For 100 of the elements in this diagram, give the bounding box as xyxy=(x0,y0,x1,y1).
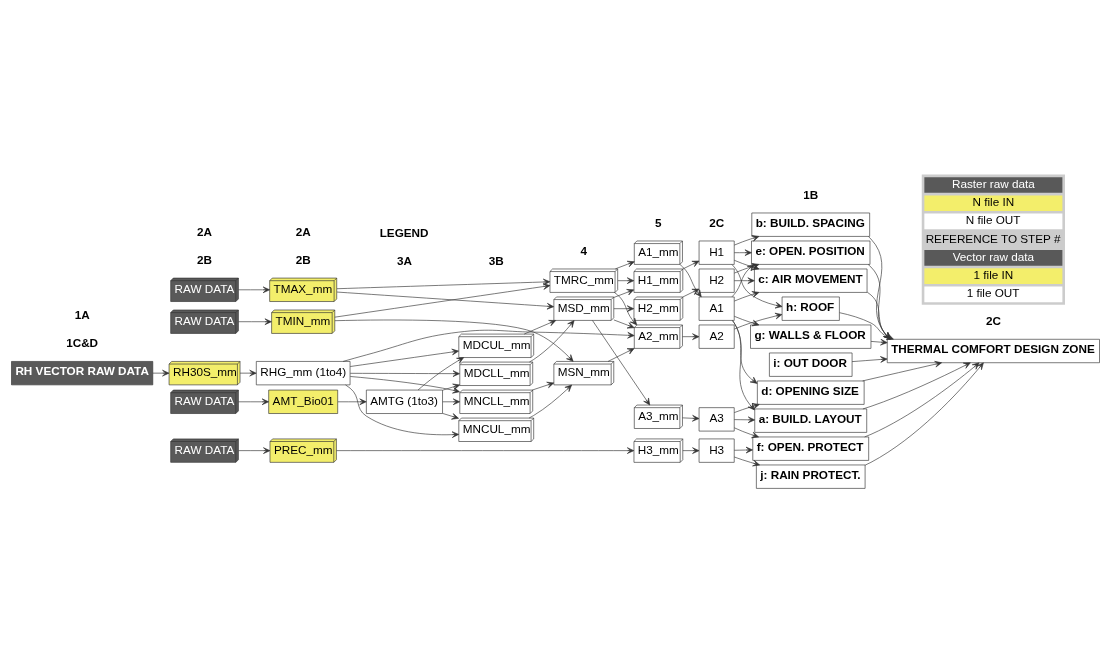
arrow xyxy=(864,362,980,438)
legend-label: N file OUT xyxy=(965,213,1021,227)
arrow xyxy=(866,291,891,340)
node-box: i: OUT DOOR xyxy=(769,352,853,377)
arrow xyxy=(682,333,700,340)
arrow xyxy=(238,398,269,406)
node-box: A2 xyxy=(698,324,735,349)
label: 1C&D xyxy=(66,336,99,350)
label: 2B xyxy=(295,253,311,267)
arrow xyxy=(529,320,575,363)
arrow xyxy=(682,288,700,298)
arrow xyxy=(734,315,760,327)
node-box: c: AIR MOVEMENT xyxy=(754,268,868,293)
label: 2C xyxy=(709,215,725,229)
arrow xyxy=(336,447,635,454)
node-box: RHG_mm (1to4) xyxy=(256,361,351,386)
node-box: RH VECTOR RAW DATA xyxy=(11,361,154,386)
arrow xyxy=(734,249,752,256)
label: 1A xyxy=(74,308,90,322)
legend-label: 1 file OUT xyxy=(966,286,1020,300)
arrow xyxy=(733,456,760,467)
label: 3B xyxy=(488,253,504,267)
node-box: A1 xyxy=(698,296,735,321)
arrow xyxy=(734,312,783,330)
arrow xyxy=(334,319,574,362)
node-box: AMTG (1to3) xyxy=(366,389,443,414)
node-box: d: OPENING SIZE xyxy=(757,380,865,405)
arrow xyxy=(862,361,942,382)
arrow xyxy=(337,398,367,406)
arrow xyxy=(528,384,572,419)
label: LEGEND xyxy=(379,225,429,239)
node-box: h: ROOF xyxy=(781,296,840,321)
arrow xyxy=(523,320,557,335)
arrow xyxy=(442,413,459,420)
arrow xyxy=(239,369,257,377)
node-box: AMT_Bio01 xyxy=(268,389,339,414)
node-box: H2 xyxy=(698,268,735,293)
arrow xyxy=(734,235,760,246)
node-box: A3 xyxy=(698,407,735,432)
arrow xyxy=(349,348,459,367)
arrow xyxy=(442,383,461,391)
arrow xyxy=(238,447,271,454)
arrow xyxy=(531,381,555,391)
arrow xyxy=(349,370,460,377)
arrow xyxy=(342,329,635,362)
node-box: THERMAL COMFORT DESIGN ZONE xyxy=(886,338,1100,364)
arrow xyxy=(839,312,894,340)
arrow xyxy=(731,264,755,298)
arrow xyxy=(851,356,888,363)
arrow xyxy=(864,362,984,466)
arrow xyxy=(615,260,635,270)
arrow xyxy=(867,264,891,340)
arrow xyxy=(682,447,700,454)
arrow xyxy=(870,338,888,346)
node-box: a: BUILD. LAYOUT xyxy=(754,408,868,433)
legend-label: Raster raw data xyxy=(952,176,1035,190)
arrow xyxy=(613,319,635,329)
label: 2A xyxy=(295,225,311,239)
arrow xyxy=(613,305,635,312)
arrow xyxy=(617,277,635,284)
arrow xyxy=(682,415,700,422)
label: 2B xyxy=(197,253,213,267)
arrow xyxy=(734,291,760,302)
label: 3A xyxy=(396,253,412,267)
arrow xyxy=(345,384,459,438)
arrow xyxy=(238,286,270,294)
arrow xyxy=(732,320,758,384)
arrow xyxy=(613,289,635,298)
legend-label: N file IN xyxy=(972,195,1015,209)
node-box: e: OPEN. POSITION xyxy=(751,240,871,265)
legend-label: 1 file IN xyxy=(973,268,1014,281)
arrow xyxy=(614,292,638,326)
arrow xyxy=(336,278,551,290)
arrow xyxy=(442,398,461,406)
arrow xyxy=(679,264,702,298)
label: 2C xyxy=(985,314,1001,328)
arrow xyxy=(336,291,554,310)
node-box: j: RAIN PROTECT. xyxy=(756,464,866,489)
label: 5 xyxy=(655,215,662,229)
node-box: f: OPEN. PROTECT xyxy=(752,436,869,461)
arrow xyxy=(733,427,759,439)
label: 4 xyxy=(580,243,588,257)
arrow xyxy=(592,320,651,406)
node-box: H1 xyxy=(698,240,735,265)
arrow xyxy=(350,376,460,394)
arrow xyxy=(734,446,753,454)
legend-label: Vector raw data xyxy=(952,249,1035,263)
arrow xyxy=(334,283,551,318)
arrow xyxy=(862,362,971,410)
label: 1B xyxy=(803,187,819,201)
arrow xyxy=(417,357,464,391)
arrow xyxy=(682,260,700,270)
arrow xyxy=(607,348,635,362)
arrow xyxy=(734,277,755,284)
arrow xyxy=(734,416,756,424)
arrow xyxy=(152,369,170,377)
arrow xyxy=(238,318,272,325)
label: 2A xyxy=(197,225,213,239)
node-box: H3 xyxy=(698,438,735,463)
arrow xyxy=(868,236,891,340)
